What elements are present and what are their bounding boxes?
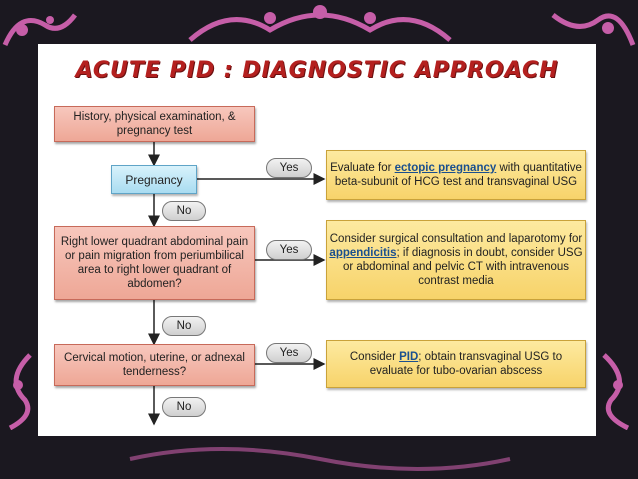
ornament-top-center-icon xyxy=(188,5,452,42)
edge-label-no-rlq: No xyxy=(162,316,206,336)
ornament-bottom-center-icon xyxy=(129,447,511,471)
node-pid-text: Consider PID; obtain transvaginal USG to… xyxy=(349,351,563,377)
node-rlq: Right lower quadrant abdominal pain or p… xyxy=(54,226,255,300)
slide: ACUTE PID : DIAGNOSTIC APPROACH History,… xyxy=(38,44,596,436)
node-appendicitis: Consider surgical consultation and lapar… xyxy=(326,220,586,300)
edge-label-yes-cervical: Yes xyxy=(266,343,312,363)
link-pid[interactable]: PID xyxy=(399,351,419,363)
node-pregnancy: Pregnancy xyxy=(111,165,197,194)
slide-title: ACUTE PID : DIAGNOSTIC APPROACH xyxy=(75,58,559,83)
link-appendicitis[interactable]: appendicitis xyxy=(329,247,397,259)
link-ectopic-pregnancy[interactable]: ectopic pregnancy xyxy=(394,162,497,174)
edge-label-no-cervical: No xyxy=(162,397,206,417)
node-history: History, physical examination, & pregnan… xyxy=(54,106,255,142)
node-appendicitis-text: Consider surgical consultation and lapar… xyxy=(329,233,583,287)
edge-label-no-pregnancy: No xyxy=(162,201,206,221)
node-ectopic-text: Evaluate for ectopic pregnancy with quan… xyxy=(330,162,582,188)
edge-label-yes-rlq: Yes xyxy=(266,240,312,260)
edge-label-yes-pregnancy: Yes xyxy=(266,158,312,178)
ornament-bottom-left-icon xyxy=(8,353,32,430)
node-pid: Consider PID; obtain transvaginal USG to… xyxy=(326,340,586,388)
node-cervical: Cervical motion, uterine, or adnexal ten… xyxy=(54,344,255,386)
connector-lines xyxy=(148,142,326,426)
node-ectopic: Evaluate for ectopic pregnancy with quan… xyxy=(326,150,586,200)
ornament-bottom-right-icon xyxy=(602,353,630,430)
